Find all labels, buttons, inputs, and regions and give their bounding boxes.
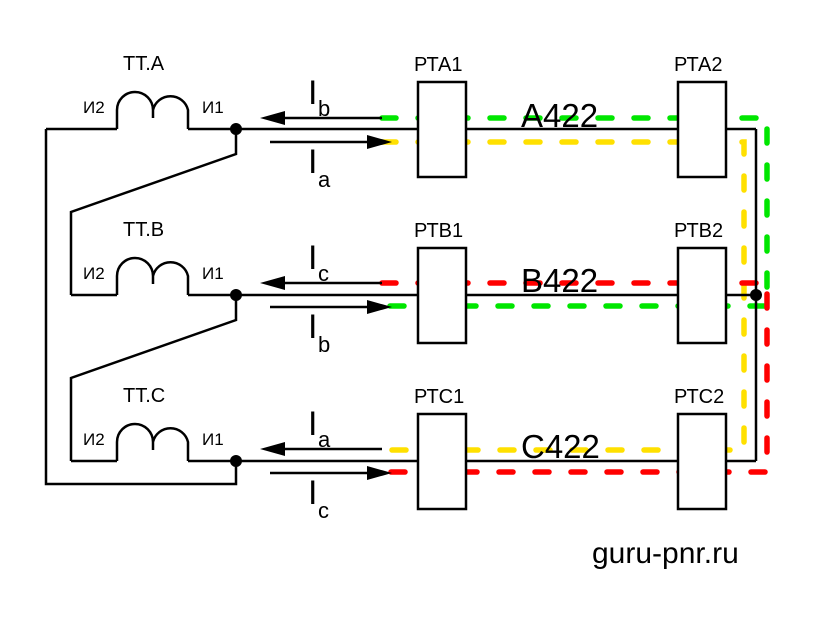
relay-c1[interactable] (416, 412, 468, 511)
coil-tt-b (115, 256, 190, 295)
svg-text:I: I (308, 74, 317, 112)
arrow-right-icon (367, 300, 392, 314)
path-ib-row-a (379, 115, 770, 309)
relay-boxes (416, 80, 728, 511)
terminal-label-a-left: И2 (83, 98, 105, 117)
wiring (44, 127, 758, 486)
terminal-label-b-right: И1 (202, 264, 224, 283)
terminal-label-b-left: И2 (83, 264, 105, 283)
relay-b1[interactable] (416, 246, 468, 345)
svg-text:a: a (318, 427, 331, 452)
relay-a1[interactable] (416, 80, 468, 179)
svg-text:I: I (308, 474, 317, 512)
relay-a2[interactable] (676, 80, 728, 179)
relay-label-a2: РТА2 (674, 54, 722, 76)
arrow-left-icon (260, 111, 285, 125)
svg-text:I: I (308, 239, 317, 277)
terminal-label-c-left: И2 (83, 430, 105, 449)
coil-tt-c (115, 422, 190, 461)
svg-text:b: b (318, 332, 330, 357)
relay-label-c2: РТC2 (674, 386, 724, 408)
terminal-label-c-right: И1 (202, 430, 224, 449)
relay-label-a1: РТА1 (414, 54, 462, 76)
arrow-right-icon (367, 135, 392, 149)
transformer-label-b: ТТ.B (123, 219, 164, 241)
transformer-label-a: ТТ.А (123, 53, 165, 75)
svg-text:a: a (318, 167, 331, 192)
node-row-c (230, 455, 242, 467)
junction-nodes (230, 123, 762, 467)
current-label-row-c-lower: I c (308, 474, 329, 523)
node-common (750, 289, 762, 301)
arrow-left-icon (260, 276, 285, 290)
terminal-label-a-right: И1 (202, 98, 224, 117)
svg-text:c: c (318, 498, 329, 523)
current-label-row-a-upper: I b (308, 74, 330, 121)
svg-text:c: c (318, 261, 329, 286)
watermark: guru-pnr.ru (592, 537, 739, 570)
current-label-row-b-lower: I b (308, 308, 330, 357)
relay-label-b2: РТB2 (674, 220, 723, 242)
node-row-a (230, 123, 242, 135)
relay-c2[interactable] (676, 412, 728, 511)
path-ic-row-b (379, 280, 770, 475)
svg-text:I: I (308, 143, 317, 181)
cable-label-b: B422 (521, 262, 598, 299)
current-arrows (260, 111, 392, 480)
relay-label-c1: РТC1 (414, 386, 464, 408)
current-label-row-c-upper: I a (308, 405, 331, 452)
svg-text:I: I (308, 308, 317, 346)
arrow-right-icon (367, 466, 392, 480)
coils (115, 90, 190, 461)
node-row-b (230, 289, 242, 301)
relay-b2[interactable] (676, 246, 728, 345)
svg-text:I: I (308, 405, 317, 443)
current-label-row-b-upper: I c (308, 239, 329, 286)
svg-text:b: b (318, 96, 330, 121)
cable-label-a: A422 (521, 97, 598, 134)
current-label-row-a-lower: I a (308, 143, 331, 192)
cable-label-c: C422 (521, 428, 600, 465)
relay-label-b1: РТB1 (414, 220, 463, 242)
transformer-label-c: ТТ.C (123, 385, 165, 407)
arrow-left-icon (260, 442, 285, 456)
coil-tt-a (115, 90, 190, 129)
